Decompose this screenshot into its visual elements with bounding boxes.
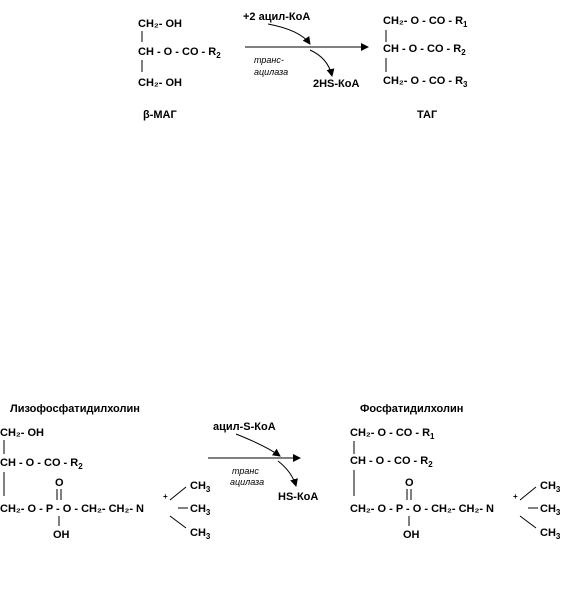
reaction1-product-out: 2HS-КоА xyxy=(313,78,359,90)
mag-row2: CH - O - CO - R2 xyxy=(138,46,221,60)
tag-row1: CH₂- O - CO - R1 xyxy=(383,15,468,29)
lysopc-oh: OH xyxy=(53,529,70,541)
lysopc-ch3-bot: CH3 xyxy=(190,527,211,541)
reaction2-curved-in-arrow xyxy=(235,433,281,457)
lysopc-ch3-mid: CH3 xyxy=(190,503,211,517)
tag-row2: CH - O - CO - R2 xyxy=(383,43,466,57)
pc-phosphate-o: O xyxy=(405,477,414,489)
tag-label: ТАГ xyxy=(417,109,438,121)
pc-n-bond-bot xyxy=(519,515,537,529)
pc-oh: OH xyxy=(403,529,420,541)
pc-row3: CH₂- O - P - O - CH₂- CH₂- N xyxy=(350,503,494,515)
reaction2-arrow-group: ацил-S-КоА транс ацилаза HS-КоА xyxy=(208,421,318,503)
reaction1-product-tag: CH₂- O - CO - R1 CH - O - CO - R2 CH₂- O… xyxy=(383,15,468,89)
reaction2-enzyme-line2: ацилаза xyxy=(230,477,264,487)
lysopc-row2: CH - O - CO - R2 xyxy=(0,457,83,471)
reaction1-curved-out-arrow xyxy=(309,49,335,77)
lysopc-row1: CH₂- OH xyxy=(0,427,44,439)
reaction2-substrate-lysopc: CH₂- OH CH - O - CO - R2 O CH₂- O - P - … xyxy=(0,427,211,541)
tag-row3: CH₂- O - CO - R3 xyxy=(383,75,468,89)
reaction2-enzyme-line1: транс xyxy=(232,466,259,476)
pc-ch3-top: CH3 xyxy=(540,480,561,494)
pc-ch3-bot: CH3 xyxy=(540,527,561,541)
reaction1-arrow-group: +2 ацил-КоА транс- ацилаза 2HS-КоА xyxy=(243,11,369,90)
lysopc-n-bond-top xyxy=(169,486,187,501)
pc-row2: CH - O - CO - R2 xyxy=(350,455,433,469)
mag-label: β-МАГ xyxy=(143,109,177,121)
reaction1-enzyme-line1: транс- xyxy=(254,55,284,65)
reaction1-reagent-in: +2 ацил-КоА xyxy=(243,11,310,23)
lysopc-phosphate-o: O xyxy=(55,477,64,489)
reaction1-substrate-mag: CH₂- OH CH - O - CO - R2 CH₂- OH xyxy=(138,18,221,89)
mag-row1: CH₂- OH xyxy=(138,18,182,30)
pc-row1: CH₂- O - CO - R1 xyxy=(350,427,435,441)
reaction1-curved-in-arrow xyxy=(267,23,311,45)
pc-ch3-mid: CH3 xyxy=(540,503,561,517)
lysopc-n-bond-bot xyxy=(169,515,187,529)
lysopc-row3: CH₂- O - P - O - CH₂- CH₂- N xyxy=(0,503,144,515)
pc-n-bond-top xyxy=(519,486,537,501)
lysopc-plus: + xyxy=(163,492,168,501)
lysopc-title: Лизофосфатидилхолин xyxy=(10,403,140,415)
reaction2-product-out: HS-КоА xyxy=(278,491,318,503)
pc-plus: + xyxy=(513,492,518,501)
reaction1-enzyme-line2: ацилаза xyxy=(254,67,288,77)
lysopc-ch3-top: CH3 xyxy=(190,480,211,494)
reaction2-curved-out-arrow xyxy=(277,460,298,487)
pc-title: Фосфатидилхолин xyxy=(360,403,463,415)
reaction2-product-pc: CH₂- O - CO - R1 CH - O - CO - R2 O CH₂-… xyxy=(350,427,561,541)
mag-row3: CH₂- OH xyxy=(138,77,182,89)
reaction2-reagent-in: ацил-S-КоА xyxy=(213,421,276,433)
